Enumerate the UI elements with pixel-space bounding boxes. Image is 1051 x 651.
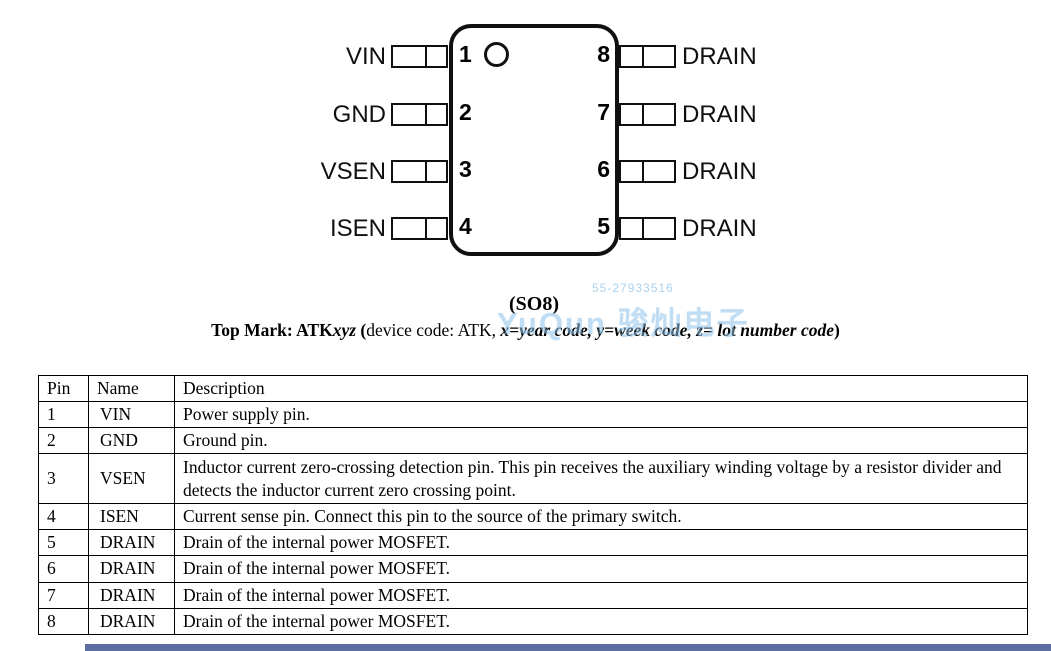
desc-cell: Inductor current zero-crossing detection…	[174, 453, 1028, 505]
lead-divider	[425, 47, 427, 66]
table-row: 8 DRAIN Drain of the internal power MOSF…	[38, 607, 1028, 635]
pin-cell: 3	[38, 453, 89, 505]
top-mark-line: Top Mark: ATKxyz (device code: ATK, x=ye…	[0, 320, 1051, 341]
pin-lead-5	[619, 217, 676, 240]
pin-number-5: 5	[597, 213, 610, 239]
lead-divider	[642, 105, 644, 124]
pin-lead-3	[391, 160, 448, 183]
pin-cell: 2	[38, 427, 89, 455]
pin-label-vsen: VSEN	[320, 158, 386, 185]
table-row: 5 DRAIN Drain of the internal power MOSF…	[38, 529, 1028, 557]
pin-cell: 1	[38, 401, 89, 429]
desc-cell: Ground pin.	[174, 427, 1028, 455]
pin1-indicator-dot	[484, 42, 509, 67]
pin-lead-7	[619, 103, 676, 126]
table-row: 3 VSEN Inductor current zero-crossing de…	[38, 453, 1028, 505]
desc-cell: Drain of the internal power MOSFET.	[174, 555, 1028, 583]
page-footer-bar	[85, 644, 1051, 651]
pin-label-drain-8: DRAIN	[682, 43, 757, 70]
top-mark-close-paren: )	[834, 320, 840, 340]
top-mark-codes: x=year code, y=week code, z= lot number …	[500, 320, 835, 340]
header-name: Name	[88, 374, 175, 403]
pin-number-8: 8	[597, 41, 610, 67]
pin-lead-6	[619, 160, 676, 183]
table-row: 6 DRAIN Drain of the internal power MOSF…	[38, 555, 1028, 583]
desc-cell: Drain of the internal power MOSFET.	[174, 607, 1028, 635]
desc-cell: Current sense pin. Connect this pin to t…	[174, 503, 1028, 531]
desc-cell: Drain of the internal power MOSFET.	[174, 529, 1028, 557]
package-caption: (SO8)	[509, 293, 559, 315]
pin-number-7: 7	[597, 99, 610, 125]
table-row: 7 DRAIN Drain of the internal power MOSF…	[38, 581, 1028, 609]
pin-number-2: 2	[459, 99, 472, 125]
pin-number-3: 3	[459, 156, 472, 182]
pin-lead-1	[391, 45, 448, 68]
pin-label-drain-6: DRAIN	[682, 158, 757, 185]
name-cell: DRAIN	[88, 607, 175, 635]
table-row: 4 ISEN Current sense pin. Connect this p…	[38, 503, 1028, 531]
pin-cell: 5	[38, 529, 89, 557]
pin-label-isen: ISEN	[329, 215, 386, 242]
name-cell: DRAIN	[88, 581, 175, 609]
pin-label-drain-5: DRAIN	[682, 215, 757, 242]
pin-description-table: Pin Name Description 1 VIN Power supply …	[38, 374, 1028, 635]
name-cell: VSEN	[88, 453, 175, 505]
name-cell: GND	[88, 427, 175, 455]
lead-divider	[642, 219, 644, 238]
pin-cell: 6	[38, 555, 89, 583]
name-cell: VIN	[88, 401, 175, 429]
table-row: 1 VIN Power supply pin.	[38, 401, 1028, 429]
header-description: Description	[174, 374, 1028, 403]
pin-cell: 8	[38, 607, 89, 635]
name-cell: ISEN	[88, 503, 175, 531]
table-row: 2 GND Ground pin.	[38, 427, 1028, 455]
lead-divider	[642, 162, 644, 181]
pin-cell: 7	[38, 581, 89, 609]
lead-divider	[642, 47, 644, 66]
lead-divider	[425, 219, 427, 238]
desc-cell: Power supply pin.	[174, 401, 1028, 429]
pin-number-1: 1	[459, 41, 472, 67]
name-cell: DRAIN	[88, 555, 175, 583]
lead-divider	[425, 162, 427, 181]
lead-divider	[425, 105, 427, 124]
pin-label-vin: VIN	[345, 43, 386, 70]
pin-label-gnd: GND	[332, 101, 386, 128]
pin-label-drain-7: DRAIN	[682, 101, 757, 128]
name-cell: DRAIN	[88, 529, 175, 557]
top-mark-device-text: device code: ATK,	[366, 320, 501, 340]
pin-number-4: 4	[459, 213, 472, 239]
top-mark-code: xyz	[332, 320, 357, 340]
pin-lead-4	[391, 217, 448, 240]
pin-lead-8	[619, 45, 676, 68]
pin-cell: 4	[38, 503, 89, 531]
pin-lead-2	[391, 103, 448, 126]
header-pin: Pin	[38, 374, 89, 403]
top-mark-open-paren: (	[356, 320, 367, 340]
table-header-row: Pin Name Description	[38, 374, 1028, 403]
ic-package-body	[449, 24, 619, 256]
desc-cell: Drain of the internal power MOSFET.	[174, 581, 1028, 609]
top-mark-bold: Top Mark: ATK	[211, 320, 333, 340]
pin-number-6: 6	[597, 156, 610, 182]
